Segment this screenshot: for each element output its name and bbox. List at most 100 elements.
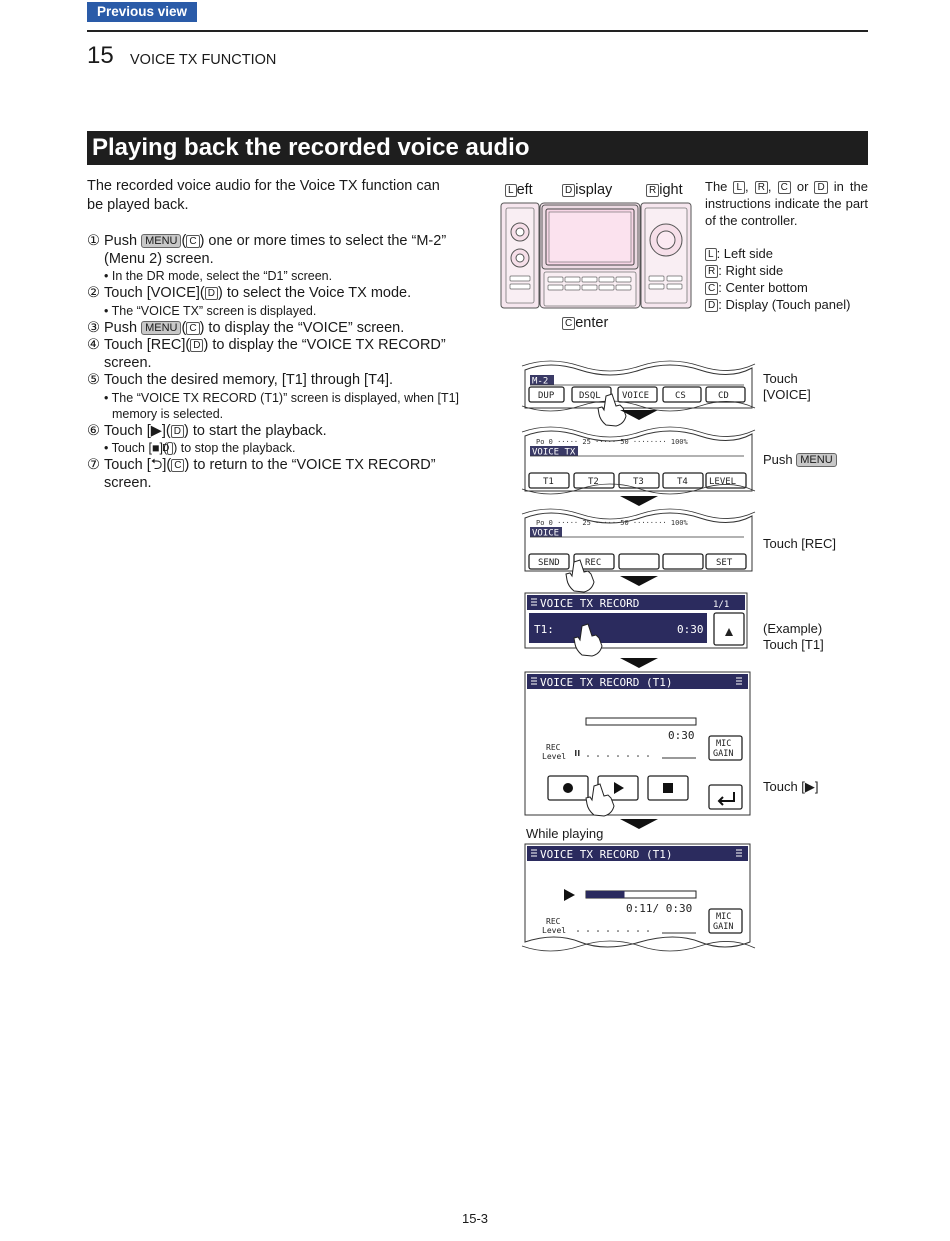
legend-text: : Center bottom [718,280,808,295]
mic-gain-button[interactable]: MIC [716,912,731,922]
return-icon [717,792,735,806]
chapter-title: VOICE TX FUNCTION [130,52,277,68]
desc-text: The [705,179,728,194]
step-6-note: • Touch [■](D) to stop the playback. [104,440,459,456]
button-rec[interactable]: REC [585,558,601,568]
legend-left: L: Left side [705,245,875,262]
record-t1-time: 0:30 [668,729,695,742]
key-d: D [170,424,184,438]
stop-icon [663,783,673,793]
hand-pointer-icon [597,393,627,427]
button-send[interactable]: SEND [538,558,560,568]
po-meter: Po 0 ····· 25 ····· 50 ········ 100% [536,438,689,446]
header-rule [87,30,868,32]
step-text: to display the “VOICE” screen. [208,319,405,336]
label-line: (Example) [763,621,823,636]
rec-level-label: REC [546,917,561,926]
screen-record-t1: VOICE TX RECORD (T1) 0:30 REC Level MIC … [524,671,751,817]
back-button[interactable] [708,784,743,810]
key-c: C [186,321,200,335]
legend-text: : Left side [716,246,773,261]
key-l: L [705,248,717,261]
step-5: ⑤ Touch the desired memory, [T1] through… [87,372,459,390]
step-7: ⑦ Touch [⮌](C) to return to the “VOICE T… [87,457,459,492]
button-level[interactable]: LEVEL [709,477,736,487]
button-dup[interactable]: DUP [538,391,555,401]
mic-gain-button[interactable]: GAIN [713,922,733,932]
label-text: ight [659,182,683,198]
step-text: ) to start the playback. [184,422,327,439]
key-c: C [562,317,576,330]
step-text: one or more times to select the “M-2” (M… [104,233,447,267]
menu-key: MENU [141,320,182,335]
step-text: Push [104,319,138,336]
label-touch-play: Touch [▶] [763,779,819,794]
mic-gain-button[interactable]: GAIN [713,749,733,759]
down-arrow-icon [620,496,658,506]
step-text: Touch [VOICE]( [104,285,205,301]
step-text: ) to display the “VOICE TX RECORD” scree… [104,337,446,371]
desc-text: , [745,179,749,194]
key-d: D [190,339,204,352]
chapter-number: 15 [87,42,114,69]
button-t2[interactable]: T2 [588,477,599,487]
rec-level-label: Level [542,752,566,761]
label-line: [VOICE] [763,387,811,402]
screen-flow-diagram: M-2 DUP DSQL VOICE CS CD Po 0 ····· 25 ·… [521,360,756,952]
intro-paragraph: The recorded voice audio for the Voice T… [87,178,440,213]
scroll-up-icon[interactable] [725,628,733,636]
label-text: eft [516,182,533,198]
key-c: C [186,235,200,248]
play-icon [614,782,624,794]
legend-center: C: Center bottom [705,279,875,296]
legend-right: R: Right side [705,262,875,279]
previous-view-button[interactable]: Previous view [87,2,198,22]
label-touch-rec: Touch [REC] [763,536,836,551]
label-push-menu: Push MENU [763,452,837,468]
down-arrow-icon [620,576,658,586]
record-icon [563,783,573,793]
button-t4[interactable]: T4 [677,477,688,487]
screen-voice-tx: Po 0 ····· 25 ····· 50 ········ 100% VOI… [521,426,756,495]
key-c: C [705,282,719,295]
mic-gain-button[interactable]: MIC [716,739,731,749]
step-text: ) to select the Voice TX mode. [217,285,412,301]
label-text: isplay [575,182,613,198]
button-set[interactable]: SET [716,558,733,568]
page-indicator: 1/1 [713,600,729,610]
step-text: ) to return to the “VOICE TX RECORD” scr… [104,457,436,491]
label-text: enter [575,315,609,331]
label-line: Touch [T1] [763,637,824,652]
record-item-t1[interactable]: T1: [534,623,554,636]
button-t1[interactable]: T1 [543,477,554,487]
rec-level-label: Level [542,926,566,935]
key-r: R [705,265,719,278]
menu-key: MENU [141,234,182,248]
key-l: L [505,184,517,197]
key-l: L [733,181,746,194]
record-t1-title: VOICE TX RECORD (T1) [540,676,672,689]
desc-text: in the instructions indicate the part of… [705,179,868,228]
hand-pointer-icon [573,623,603,657]
button-cs[interactable]: CS [675,391,686,401]
record-item-time: 0:30 [677,623,704,636]
step-2-note: • The “VOICE TX” screen is displayed. [104,303,317,318]
step-number: ⑥ [87,422,100,439]
voice-tx-title: VOICE TX [532,448,576,458]
button-voice[interactable]: VOICE [622,391,649,401]
label-line: Push [763,452,793,467]
button-cd[interactable]: CD [718,391,729,401]
hand-pointer-icon [565,559,595,593]
step-number: ④ [87,337,100,353]
step-number: ⑦ [87,457,100,473]
button-t3[interactable]: T3 [633,477,644,487]
playback-progress-bar [586,891,625,898]
screen-voice: Po 0 ····· 25 ····· 50 ········ 100% VOI… [521,508,756,593]
label-line: Touch [763,371,798,386]
step-number: ① [87,233,100,249]
voice-title: VOICE [532,529,559,539]
playing-title: VOICE TX RECORD (T1) [540,848,672,861]
record-list-title: VOICE TX RECORD [540,597,639,610]
button-dsql[interactable]: DSQL [579,391,601,401]
